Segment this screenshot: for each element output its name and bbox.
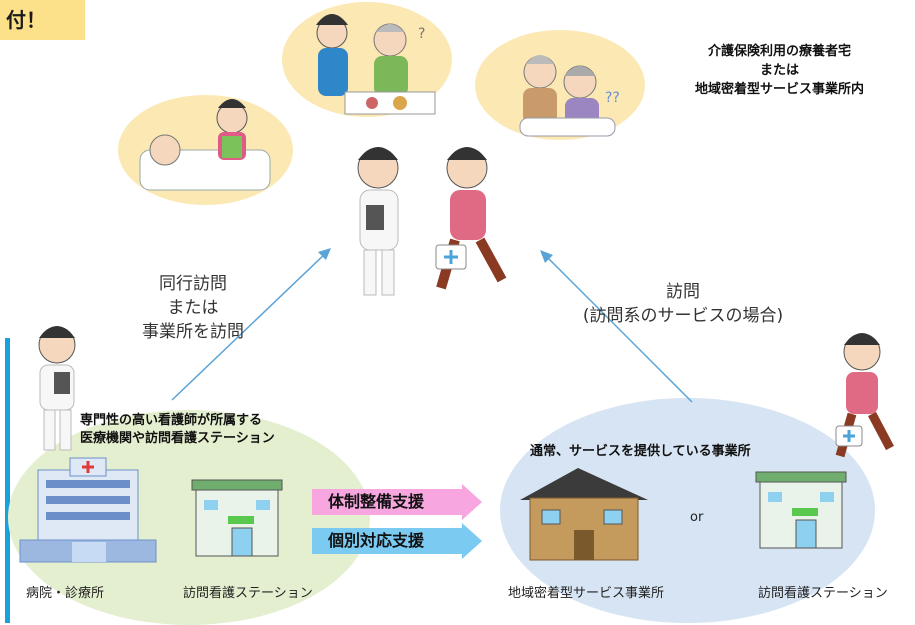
specialist-group-caption: 専門性の高い看護師が所属する 医療機関や訪問看護ステーション <box>80 412 380 448</box>
header-badge: 付！ <box>0 0 85 40</box>
individual-support-arrowhead <box>462 523 482 559</box>
visit-line-2: (訪問系のサービスの場合) <box>582 306 784 326</box>
system-support-label: 体制整備支援 <box>312 489 462 515</box>
accompany-visit-line-1: 同行訪問 <box>159 274 227 294</box>
or-label: or <box>690 510 704 525</box>
destination-caption-line-2: または <box>759 63 799 78</box>
left-accent-bar <box>5 338 10 623</box>
community-service-label: 地域密着型サービス事業所 <box>508 586 665 601</box>
system-support-arrow: 体制整備支援 <box>312 484 484 520</box>
right-visit-arrow <box>540 250 693 403</box>
hospital-label: 病院・診療所 <box>26 586 105 601</box>
system-support-arrowhead <box>462 484 482 520</box>
visit-line-1: 訪問 <box>666 282 700 302</box>
bedridden-patient-illustration <box>139 99 271 191</box>
visiting-nurse-station-left-illustration <box>191 479 283 557</box>
nurse-illustration <box>357 147 399 296</box>
left-nurse-illustration <box>38 326 76 451</box>
station-right-label: 訪問看護ステーション <box>758 586 888 601</box>
elderly-couple-illustration: ?? <box>519 55 620 137</box>
station-left-label: 訪問看護ステーション <box>183 586 313 601</box>
visit-label: 訪問 (訪問系のサービスの場合) <box>548 280 818 328</box>
meal-assistance-illustration: ? <box>316 14 436 115</box>
specialist-caption-line-1: 専門性の高い看護師が所属する <box>80 413 263 428</box>
individual-support-arrow: 個別対応支援 <box>312 523 484 559</box>
right-running-woman-illustration <box>835 333 894 458</box>
specialist-caption-line-2: 医療機関や訪問看護ステーション <box>80 431 275 446</box>
community-service-house-illustration <box>520 468 648 561</box>
svg-text:??: ?? <box>605 90 620 106</box>
hospital-building-illustration <box>19 457 157 563</box>
provider-group-caption: 通常、サービスを提供している事業所 <box>530 444 751 459</box>
svg-text:?: ? <box>418 26 425 42</box>
destination-caption-line-3: 地域密着型サービス事業所内 <box>694 82 864 97</box>
accompany-visit-line-2: または <box>167 298 219 318</box>
visiting-nurse-station-right-illustration <box>755 471 847 549</box>
destination-caption: 介護保険利用の療養者宅 または 地域密着型サービス事業所内 <box>652 42 907 99</box>
destination-caption-line-1: 介護保険利用の療養者宅 <box>707 44 851 59</box>
left-visit-arrow <box>171 248 331 401</box>
accompany-visit-line-3: 事業所を訪問 <box>142 322 244 342</box>
accompany-visit-label: 同行訪問 または 事業所を訪問 <box>108 272 278 344</box>
visiting-nurse-running-illustration <box>435 147 507 290</box>
individual-support-label: 個別対応支援 <box>312 528 462 554</box>
